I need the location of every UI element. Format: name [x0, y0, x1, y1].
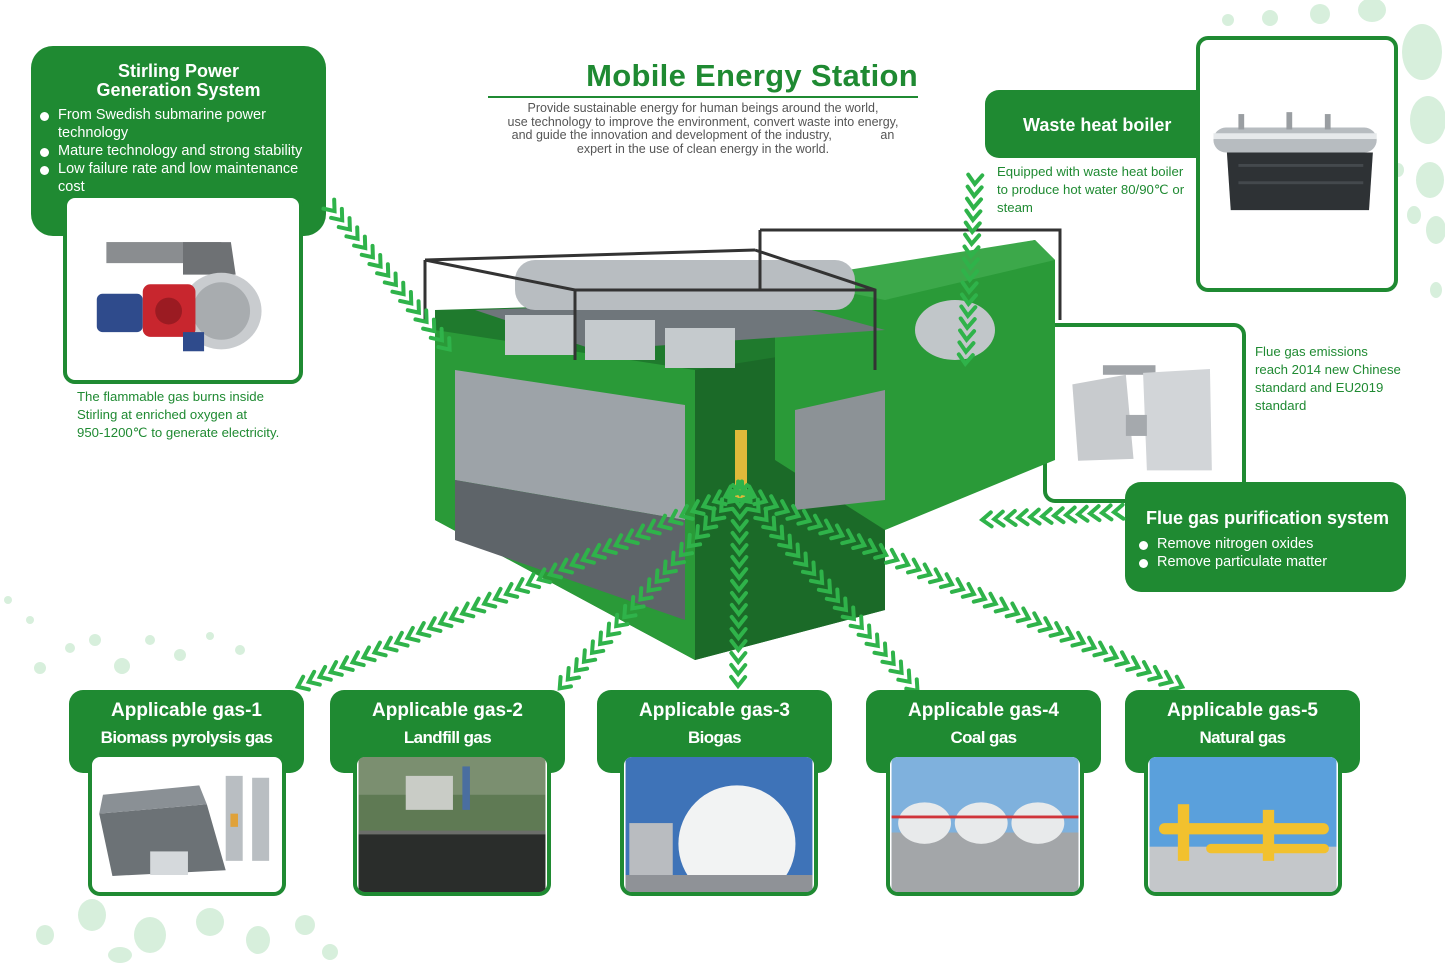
- subtitle-line: use technology to improve the environmen…: [507, 114, 899, 129]
- gas-image-2: [353, 753, 551, 896]
- gas-image-4: [886, 753, 1084, 896]
- gas-name: Biomass pyrolysis gas: [100, 728, 273, 747]
- caption-line: to produce hot water 80/90℃ or: [997, 182, 1185, 197]
- stirling-heading: Stirling Power Generation System: [96, 61, 261, 100]
- caption-line: The flammable gas burns inside: [77, 389, 264, 404]
- bullet-item: Low failure rate and low maintenance cos…: [40, 160, 312, 196]
- gas-title: Applicable gas-1: [111, 700, 262, 721]
- gas-title: Applicable gas-4: [908, 700, 1059, 721]
- stirling-bullets: From Swedish submarine power technology …: [40, 106, 312, 196]
- bullet-item: Remove nitrogen oxides: [1139, 535, 1406, 553]
- bullet-item: From Swedish submarine power technology: [40, 106, 312, 142]
- gas-name: Landfill gas: [403, 728, 492, 747]
- title-block: Mobile Energy Station Provide sustainabl…: [488, 58, 918, 156]
- caption-line: standard and EU2019: [1255, 380, 1384, 395]
- gas-name: Coal gas: [950, 728, 1017, 747]
- energy-station-illustration: [423, 228, 1062, 660]
- bullet-item: Mature technology and strong stability: [40, 142, 312, 160]
- gas-image-1: [88, 753, 286, 896]
- flue-panel: Flue gas purification system Remove nitr…: [1125, 482, 1406, 592]
- boiler-image: [1196, 36, 1398, 292]
- flue-gas-image: [1043, 323, 1246, 503]
- caption-line: Stirling at enriched oxygen at: [77, 407, 248, 422]
- caption-line: Flue gas emissions: [1255, 344, 1368, 359]
- gas-name: Biogas: [687, 728, 742, 747]
- boiler-caption: Equipped with waste heat boiler to produ…: [997, 163, 1184, 217]
- gas-title: Applicable gas-5: [1167, 700, 1318, 721]
- stirling-caption: The flammable gas burns inside Stirling …: [77, 388, 279, 442]
- caption-line: 950-1200℃ to generate electricity.: [77, 425, 280, 440]
- subtitle-line: and guide the innovation and development…: [511, 128, 895, 142]
- gas-title: Applicable gas-2: [372, 700, 523, 721]
- boiler-heading: Waste heat boiler: [1023, 115, 1172, 135]
- flue-heading: Flue gas purification system: [1146, 508, 1390, 528]
- subtitle-line: Provide sustainable energy for human bei…: [527, 101, 879, 115]
- gas-image-5: [1144, 753, 1342, 896]
- page-title: Mobile Energy Station: [586, 58, 918, 93]
- bullet-item: Remove particulate matter: [1139, 553, 1406, 571]
- caption-line: reach 2014 new Chinese: [1255, 362, 1401, 377]
- flue-caption: Flue gas emissions reach 2014 new Chines…: [1255, 343, 1401, 415]
- gas-image-3: [620, 753, 818, 896]
- subtitle-line: expert in the use of clean energy in the…: [576, 141, 830, 156]
- subtitle: Provide sustainable energy for human bei…: [488, 101, 918, 156]
- boiler-panel: Waste heat boiler: [985, 90, 1215, 158]
- flue-bullets: Remove nitrogen oxides Remove particulat…: [1139, 535, 1406, 571]
- caption-line: steam: [997, 200, 1033, 215]
- stirling-engine-image: [63, 194, 303, 384]
- caption-line: standard: [1255, 398, 1307, 413]
- gas-name: Natural gas: [1199, 728, 1287, 747]
- caption-line: Equipped with waste heat boiler: [997, 164, 1184, 179]
- gas-title: Applicable gas-3: [639, 700, 790, 721]
- title-underline: [488, 96, 918, 98]
